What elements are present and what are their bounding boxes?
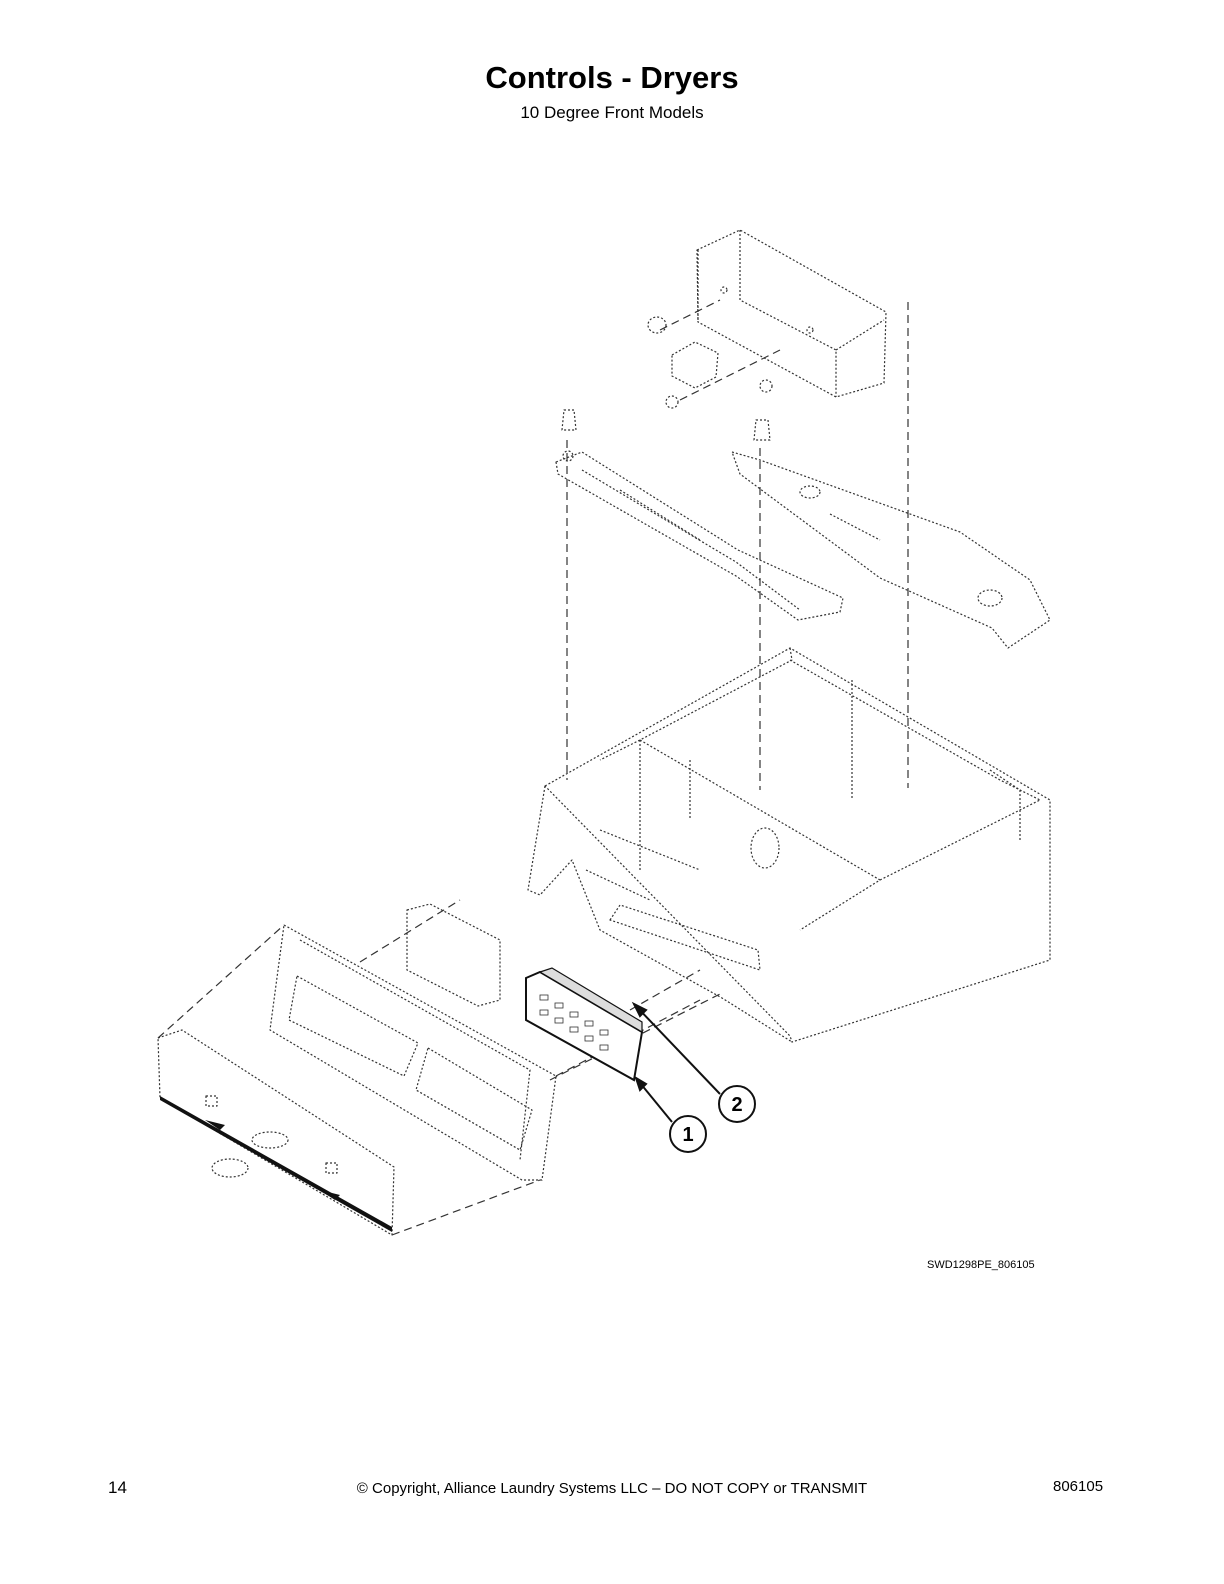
callout-2-label: 2 <box>731 1094 742 1116</box>
callout-1: 1 <box>669 1115 707 1153</box>
front-panel-trim <box>160 1096 392 1232</box>
front-bezel-frame <box>269 924 557 1181</box>
callout-leaders <box>631 1001 721 1123</box>
left-control-rail <box>555 409 844 621</box>
top-hardware <box>647 316 773 409</box>
alignment-lines <box>157 299 909 1236</box>
copyright-notice: © Copyright, Alliance Laundry Systems LL… <box>356 1480 868 1497</box>
callout-2: 2 <box>718 1085 756 1123</box>
front-panel <box>157 1029 395 1236</box>
page-title: Controls - Dryers <box>485 60 739 95</box>
top-mounting-bracket <box>696 229 887 398</box>
callout-1-label: 1 <box>682 1124 693 1146</box>
document-number: 806105 <box>1053 1478 1104 1495</box>
page-number: 14 <box>108 1478 127 1497</box>
console-housing <box>527 647 1051 1043</box>
rear-keypad-module <box>406 903 501 1007</box>
drawing-id: SWD1298PE_806105 <box>927 1259 1035 1271</box>
right-control-rail <box>731 419 1051 649</box>
control-board <box>525 967 644 1082</box>
page-subtitle: 10 Degree Front Models <box>520 103 704 122</box>
